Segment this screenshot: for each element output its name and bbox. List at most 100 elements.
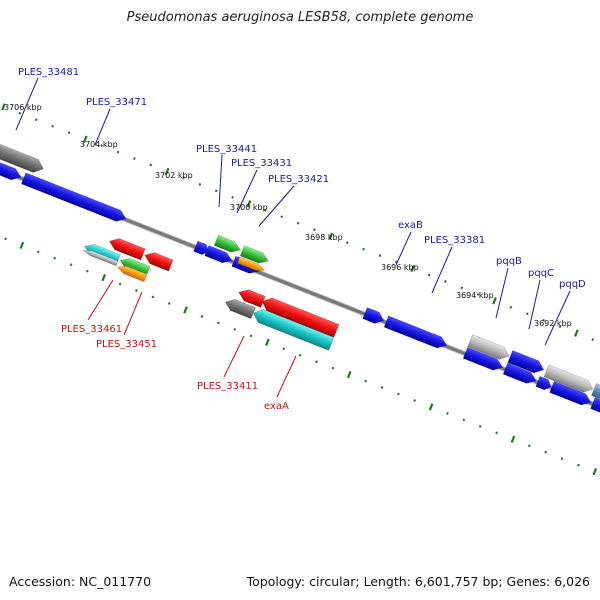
cds-feature-blue[interactable] [507,350,546,375]
cds-feature-blue[interactable] [549,380,593,408]
minor-tick [544,450,548,454]
tick-label: 3698 kbp [305,233,343,242]
cds-feature-blue[interactable] [462,346,505,373]
minor-tick [280,215,284,219]
minor-tick [282,347,286,351]
gene-label-forward[interactable]: PLES_33441 [196,144,257,155]
minor-tick [509,305,513,309]
gene-label-forward[interactable]: pqqB [496,256,522,267]
cds-feature-orange[interactable] [236,256,266,274]
gene-label-forward[interactable]: PLES_33481 [18,67,79,78]
cds-feature-blue[interactable] [204,245,234,265]
major-tick [410,264,415,273]
minor-tick [182,176,185,180]
label-leader-line [495,267,509,319]
minor-tick [380,386,384,389]
minor-tick [4,237,7,241]
tick-label: 3694 kbp [456,291,494,300]
gene-label-forward[interactable]: PLES_33431 [231,158,292,169]
label-leader-line [94,108,111,146]
minor-tick [525,312,529,316]
minor-tick [51,124,54,128]
minor-tick [133,157,136,160]
cds-features [0,132,600,420]
minor-tick [560,457,564,461]
minor-tick [378,254,382,257]
gene-label-reverse[interactable]: PLES_33451 [96,339,157,350]
minor-tick [542,318,545,322]
minor-tick [591,338,595,342]
major-tick [492,297,497,305]
minor-tick [18,111,22,115]
tick-label: 3704 kbp [80,140,118,149]
cds-feature-gray[interactable] [543,364,595,395]
minor-tick [198,183,202,186]
label-leader-line [431,246,453,294]
scale-ticks [1,103,598,476]
cds-feature-red[interactable] [237,287,266,308]
label-leader-line [123,291,143,336]
minor-tick [69,263,73,267]
label-leader-line [15,77,39,131]
gene-label-forward[interactable]: PLES_33381 [424,235,485,246]
minor-tick [462,418,466,422]
backbone-line [0,167,600,410]
cds-feature-blue[interactable] [193,240,211,256]
minor-tick [118,282,122,286]
cds-feature-gray[interactable] [223,296,256,319]
cds-feature-gray[interactable] [0,132,46,175]
cds-feature-red[interactable] [143,250,174,272]
gene-label-reverse[interactable]: PLES_33461 [61,324,122,335]
gene-label-reverse[interactable]: exaA [264,401,289,412]
tick-label: 3696 kbp [381,263,419,272]
gene-label-forward[interactable]: pqqD [559,279,586,290]
gene-label-forward[interactable]: exaB [398,220,423,231]
cds-feature-blue[interactable] [590,397,600,420]
cds-feature-blue[interactable] [21,172,128,225]
genome-stats-label: Topology: circular; Length: 6,601,757 bp… [246,574,590,589]
gene-label-reverse[interactable]: PLES_33411 [197,381,258,392]
cds-feature-steel[interactable] [591,383,600,406]
minor-tick [53,256,56,260]
cds-feature-cyan[interactable] [251,306,335,351]
minor-tick [362,247,365,251]
tick-label: 3692 kbp [534,319,572,328]
label-leader-line [236,169,258,214]
major-tick [82,135,88,143]
minor-tick [427,273,431,277]
label-leader-line [258,185,295,227]
minor-tick [151,295,155,299]
major-tick [101,273,107,282]
cds-feature-blue[interactable] [502,362,538,386]
cds-feature-orange[interactable] [116,263,148,283]
label-leader-line [223,335,245,378]
cds-feature-blue[interactable] [362,307,386,327]
cds-feature-blue[interactable] [383,315,449,351]
minor-tick [345,241,349,245]
minor-tick [313,228,316,232]
gene-label-forward[interactable]: PLES_33421 [268,174,329,185]
cds-feature-green[interactable] [239,245,270,267]
minor-tick [413,399,417,402]
minor-tick [446,412,449,415]
cds-feature-red[interactable] [107,236,146,261]
cds-feature-gray[interactable] [467,334,512,363]
minor-tick [478,424,482,428]
minor-tick [116,150,120,154]
cds-feature-blue[interactable] [0,148,23,183]
minor-tick [444,280,447,283]
minor-tick [394,260,398,264]
minor-tick [577,463,580,467]
gene-label-forward[interactable]: PLES_33471 [86,97,147,108]
cds-feature-blue[interactable] [535,375,553,391]
cds-feature-green[interactable] [213,234,242,255]
major-tick [1,103,6,111]
major-tick [592,467,598,476]
minor-tick [249,334,253,338]
label-leader-line [528,279,541,330]
minor-tick [296,221,300,225]
cds-feature-gray[interactable] [82,248,119,267]
major-tick [265,338,270,346]
gene-label-forward[interactable]: pqqC [528,268,554,279]
